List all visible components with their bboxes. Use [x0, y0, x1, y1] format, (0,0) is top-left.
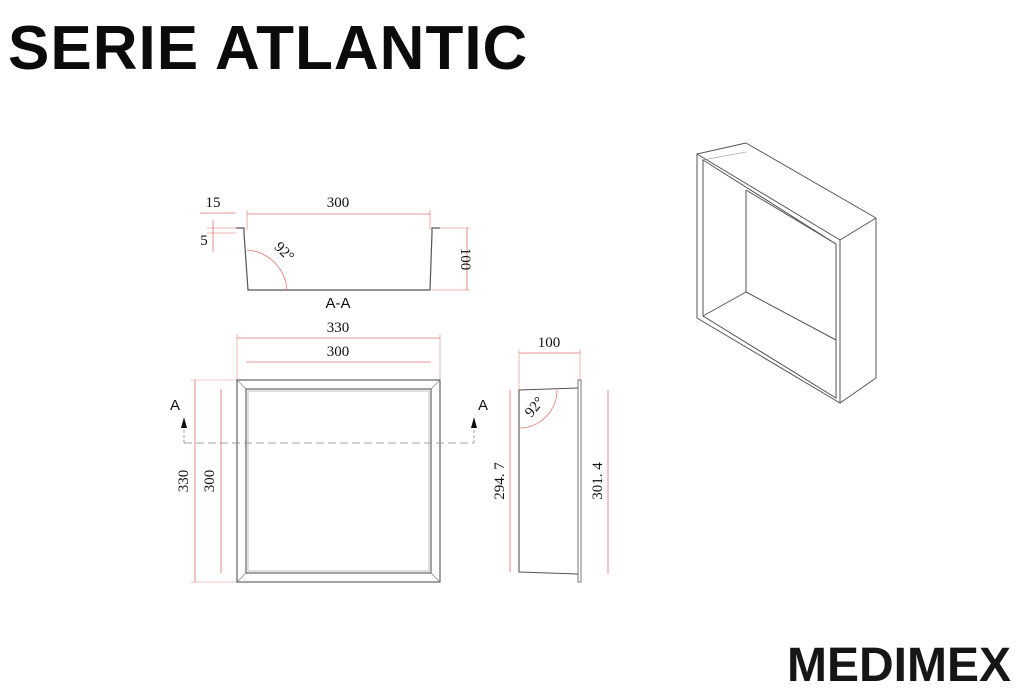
dim-flange-width: 15 [206, 195, 221, 211]
dim-section-depth: 100 [457, 248, 473, 271]
brand-logo: MEDIMEX [786, 639, 1011, 692]
dim-outer-width: 330 [327, 320, 350, 336]
dim-side-angle: 92° [522, 394, 548, 420]
side-view: 100 294. 7 301. 4 92° [492, 335, 609, 583]
section-label: A-A [325, 295, 350, 312]
isometric-view [696, 142, 877, 404]
dim-inner-height: 300 [202, 470, 218, 493]
section-marker-right: A [478, 397, 488, 414]
dim-section-width: 300 [327, 195, 350, 211]
dim-side-outer-height: 301. 4 [590, 462, 606, 500]
section-view-a-a: 300 15 5 100 92° A-A [200, 195, 473, 312]
dim-flange-height: 5 [200, 233, 208, 249]
dim-side-inner-height: 294. 7 [492, 462, 508, 500]
dim-outer-height: 330 [176, 470, 192, 493]
arrow-up-icon [471, 417, 477, 428]
page-title: SERIE ATLANTIC [8, 14, 529, 83]
dim-side-depth: 100 [538, 335, 561, 351]
front-view: 330 300 330 300 A A [170, 320, 488, 583]
section-marker-left: A [170, 397, 180, 414]
arrow-up-icon [181, 417, 187, 428]
dim-section-angle: 92° [271, 239, 297, 265]
dim-inner-width: 300 [327, 344, 350, 360]
